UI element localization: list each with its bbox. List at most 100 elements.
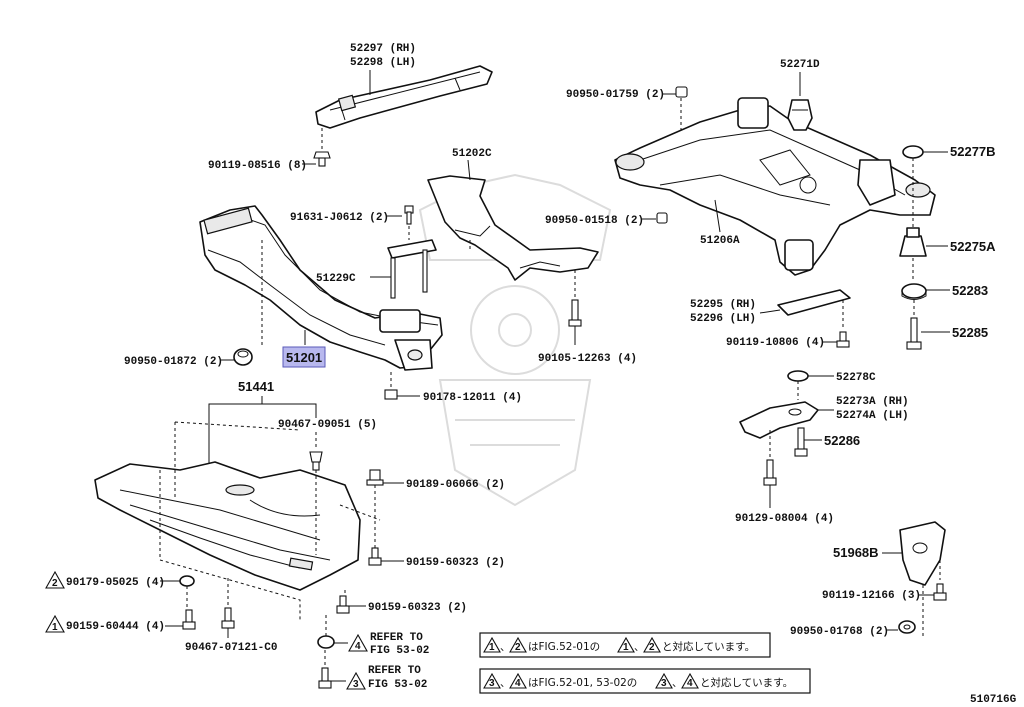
- rear-subframe-51206a[interactable]: [614, 97, 936, 276]
- svg-text:1: 1: [623, 642, 629, 653]
- label-52297: 52297 (RH): [350, 43, 416, 55]
- bolt-52286-icon: [794, 427, 808, 457]
- cap-icon: [675, 86, 688, 98]
- svg-text:3: 3: [353, 679, 359, 690]
- nut-06066-icon: [366, 469, 384, 486]
- callout-triangle-1: 1: [45, 614, 65, 633]
- label-90159-60323-a: 90159-60323 (2): [406, 557, 505, 569]
- label-52275a: 52275A: [950, 239, 996, 254]
- bolt-ref3-icon: [318, 667, 332, 689]
- label-90950-01768: 90950-01768 (2): [790, 626, 889, 638]
- cap-01872-icon: [233, 348, 253, 366]
- label-90950-01759: 90950-01759 (2): [566, 89, 665, 101]
- refer-3-line1: REFER TO: [368, 665, 421, 677]
- label-51441: 51441: [238, 379, 274, 394]
- bolt-12166-icon: [933, 583, 947, 601]
- label-90950-01518: 90950-01518 (2): [545, 215, 644, 227]
- callout-triangle-4: 4: [348, 633, 368, 652]
- nut-05025-icon: [179, 575, 195, 587]
- label-52285: 52285: [952, 325, 988, 340]
- label-52295: 52295 (RH): [690, 299, 756, 311]
- svg-text:、: 、: [500, 677, 511, 689]
- label-90189-06066: 90189-06066 (2): [406, 479, 505, 491]
- label-52271d: 52271D: [780, 59, 820, 71]
- bolt-j0612-icon: [404, 205, 414, 225]
- brace-52295[interactable]: [777, 289, 851, 316]
- svg-text:2: 2: [515, 642, 521, 653]
- bushing-52275a-icon: [899, 227, 927, 257]
- label-52273a: 52273A (RH): [836, 396, 909, 408]
- grommet-ref4-icon: [317, 635, 335, 649]
- label-51201[interactable]: 51201: [286, 350, 322, 365]
- front-crossmember-51201[interactable]: [199, 205, 443, 371]
- svg-text:3: 3: [489, 678, 495, 689]
- label-51202c: 51202C: [452, 148, 492, 160]
- label-52277b: 52277B: [950, 144, 996, 159]
- brace-52297[interactable]: [315, 65, 493, 129]
- bracket-52273a[interactable]: [739, 401, 819, 439]
- svg-text:2: 2: [52, 578, 58, 589]
- svg-text:と対応しています。: と対応しています。: [700, 676, 793, 689]
- svg-text:、: 、: [672, 677, 683, 689]
- refer-4-line1: REFER TO: [370, 632, 423, 644]
- svg-text:2: 2: [649, 642, 655, 653]
- mount-51968b[interactable]: [899, 521, 946, 586]
- refer-3-line2: FIG 53-02: [368, 679, 427, 691]
- svg-text:はFIG.52-01の: はFIG.52-01の: [528, 641, 600, 653]
- nut-12011-icon: [384, 389, 398, 400]
- label-51229c: 51229C: [316, 273, 356, 285]
- svg-text:、: 、: [634, 641, 645, 653]
- label-52283: 52283: [952, 283, 988, 298]
- diagram-code: 510716G: [970, 694, 1017, 706]
- svg-text:4: 4: [355, 641, 361, 652]
- label-52274a: 52274A (LH): [836, 410, 909, 422]
- grommet-01518-icon: [656, 212, 668, 224]
- refer-4-line2: FIG 53-02: [370, 645, 429, 657]
- note-box-1: 1 、 2 はFIG.52-01の 1 、 2 と対応しています。: [479, 632, 771, 658]
- stopper-icon: [901, 283, 927, 300]
- bolt-12263-icon: [568, 299, 582, 327]
- label-90467-07121-c0: 90467-07121-C0: [185, 642, 277, 654]
- svg-text:1: 1: [489, 642, 495, 653]
- label-52296: 52296 (LH): [690, 313, 756, 325]
- svg-text:4: 4: [687, 678, 693, 689]
- bolt-60444-icon: [182, 609, 196, 630]
- watermark-emblem: [418, 173, 612, 507]
- label-51968b: 51968B: [833, 545, 879, 560]
- label-90105-12263: 90105-12263 (4): [538, 353, 637, 365]
- bolt-08004-icon: [763, 459, 777, 486]
- under-cover-51441[interactable]: [94, 461, 361, 591]
- label-52278c: 52278C: [836, 372, 876, 384]
- washer-icon: [902, 145, 924, 159]
- bolt-60323b-icon: [336, 595, 350, 614]
- bushing-icon: [787, 99, 813, 131]
- bolt-icon: [313, 151, 331, 167]
- clip-07121-icon: [221, 607, 235, 629]
- label-90159-60444: 90159-60444 (4): [66, 621, 165, 633]
- grommet-icon: [898, 620, 916, 634]
- label-90129-08004: 90129-08004 (4): [735, 513, 834, 525]
- bolt-60323a-icon: [368, 547, 382, 566]
- washer-52278c-icon: [787, 370, 809, 382]
- label-90119-10806: 90119-10806 (4): [726, 337, 825, 349]
- bolt-10806-icon: [836, 331, 850, 348]
- label-91631-j0612: 91631-J0612 (2): [290, 212, 389, 224]
- bracket-51229c[interactable]: [387, 239, 437, 299]
- note-box-2: 3 、 4 はFIG.52-01, 53-02の 3 、 4 と対応しています。: [479, 668, 811, 694]
- svg-text:4: 4: [515, 678, 521, 689]
- clip-09051-icon: [309, 451, 323, 471]
- label-52298: 52298 (LH): [350, 57, 416, 69]
- label-90159-60323-b: 90159-60323 (2): [368, 602, 467, 614]
- label-90950-01872: 90950-01872 (2): [124, 356, 223, 368]
- svg-text:1: 1: [52, 622, 58, 633]
- bolt-52285-icon: [906, 317, 922, 350]
- label-90119-12166: 90119-12166 (3): [822, 590, 921, 602]
- label-90467-09051: 90467-09051 (5): [278, 419, 377, 431]
- callout-triangle-3: 3: [346, 671, 366, 690]
- label-90179-05025: 90179-05025 (4): [66, 577, 165, 589]
- label-90119-08516: 90119-08516 (8): [208, 160, 307, 172]
- label-90178-12011: 90178-12011 (4): [423, 392, 522, 404]
- svg-text:3: 3: [661, 678, 667, 689]
- label-51206a: 51206A: [700, 235, 740, 247]
